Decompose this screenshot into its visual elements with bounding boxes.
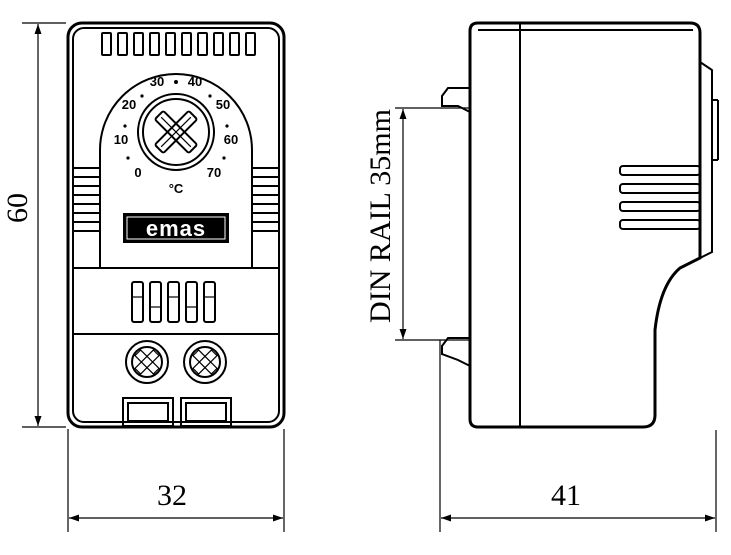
terminal-screw-right xyxy=(183,340,227,384)
wire-entry-left xyxy=(122,397,174,427)
top-vent-slots xyxy=(101,32,256,56)
right-side-ribs xyxy=(251,167,280,232)
side-fins xyxy=(619,165,701,230)
scale-label-60: 60 xyxy=(224,132,238,147)
lower-vent-slots xyxy=(131,281,216,323)
din-clip-top xyxy=(441,87,471,113)
scale-label-40: 40 xyxy=(188,74,202,89)
scale-label-10: 10 xyxy=(114,132,128,147)
wire-entry-right xyxy=(180,397,232,427)
knob-side-profile xyxy=(699,61,713,259)
dimension-depth xyxy=(439,340,717,532)
din-clip-bottom xyxy=(441,337,471,367)
left-side-ribs xyxy=(72,167,101,232)
temperature-knob[interactable] xyxy=(137,93,215,171)
terminal-screw-left xyxy=(125,340,169,384)
dimension-din-rail-label: DIN RAIL 35mm xyxy=(364,109,397,323)
brand-plate xyxy=(123,213,229,243)
unit-label: °C xyxy=(169,181,184,196)
scale-label-0: 0 xyxy=(134,165,141,180)
dimension-width-label: 32 xyxy=(157,479,187,512)
scale-dots xyxy=(123,80,229,160)
scale-label-70: 70 xyxy=(207,165,221,180)
scale-label-30: 30 xyxy=(150,74,164,89)
dimension-height xyxy=(22,22,66,428)
dimension-width xyxy=(67,429,285,532)
front-view: 0 10 20 30 40 50 60 70 xyxy=(66,21,286,429)
side-body-outline xyxy=(468,21,702,429)
scale-label-20: 20 xyxy=(122,97,136,112)
dimension-height-label: 60 xyxy=(1,193,34,223)
front-body-outline xyxy=(66,21,286,429)
dial-plate xyxy=(99,73,253,268)
brand-logo: emas xyxy=(146,216,206,241)
side-view xyxy=(441,21,719,429)
dimension-din-rail xyxy=(395,107,470,341)
knob-cross-icon xyxy=(154,110,198,154)
scale-label-50: 50 xyxy=(216,97,230,112)
dimension-depth-label: 41 xyxy=(551,479,581,512)
